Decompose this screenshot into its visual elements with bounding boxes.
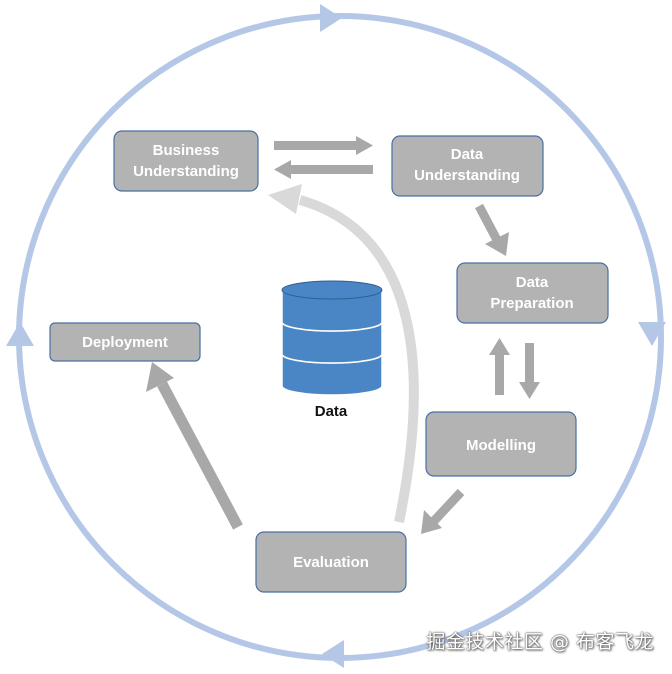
node-modelling: Modelling — [425, 411, 577, 477]
arrow-evaluation-to-deployment-head — [146, 362, 174, 392]
arrow-modelling-to-preparation-shaft — [495, 354, 504, 395]
node-deployment: Deployment — [49, 322, 201, 362]
node-data-preparation-line2: Preparation — [490, 295, 573, 312]
node-deployment-label: Deployment — [82, 334, 168, 351]
arrow-business-to-data-understanding-shaft — [274, 141, 358, 150]
node-modelling-label: Modelling — [466, 437, 536, 454]
node-data-preparation: Data Preparation — [456, 262, 609, 324]
arrow-modelling-to-evaluation-head — [421, 510, 442, 534]
node-business-understanding-line2: Understanding — [133, 163, 239, 180]
arrow-preparation-to-modelling-head — [519, 382, 540, 399]
arrow-data-understanding-to-business-shaft — [290, 165, 373, 174]
node-data-understanding: Data Understanding — [391, 135, 544, 197]
arrow-understanding-to-preparation-head — [485, 232, 509, 256]
arrow-modelling-to-evaluation-shaft — [430, 488, 465, 525]
cycle-arrowhead-top — [320, 4, 342, 32]
cycle-arrowhead-right — [638, 322, 666, 346]
node-business-understanding-line1: Business — [153, 142, 220, 159]
cycle-arrowhead-left — [6, 322, 34, 346]
arrow-business-to-data-understanding-head — [356, 136, 373, 155]
arrow-understanding-to-preparation-shaft — [475, 203, 501, 243]
node-data-understanding-line1: Data — [451, 146, 484, 163]
node-data-understanding-line2: Understanding — [414, 167, 520, 184]
evaluation-to-business-curve — [298, 195, 419, 524]
watermark: 掘金技术社区 @ 布客飞龙 — [426, 631, 654, 653]
cycle-arrowhead-bottom — [322, 640, 344, 668]
evaluation-to-business-curve-head — [268, 184, 302, 214]
node-evaluation: Evaluation — [255, 531, 407, 593]
node-evaluation-label: Evaluation — [293, 554, 369, 571]
node-business-understanding: Business Understanding — [113, 130, 259, 192]
arrow-evaluation-to-deployment-shaft — [157, 381, 243, 530]
database-label: Data — [315, 403, 348, 420]
database-icon — [281, 280, 383, 396]
arrow-preparation-to-modelling-shaft — [525, 343, 534, 383]
node-data-preparation-line1: Data — [516, 274, 549, 291]
arrow-modelling-to-preparation-head — [489, 338, 510, 355]
arrow-data-understanding-to-business-head — [274, 160, 291, 179]
